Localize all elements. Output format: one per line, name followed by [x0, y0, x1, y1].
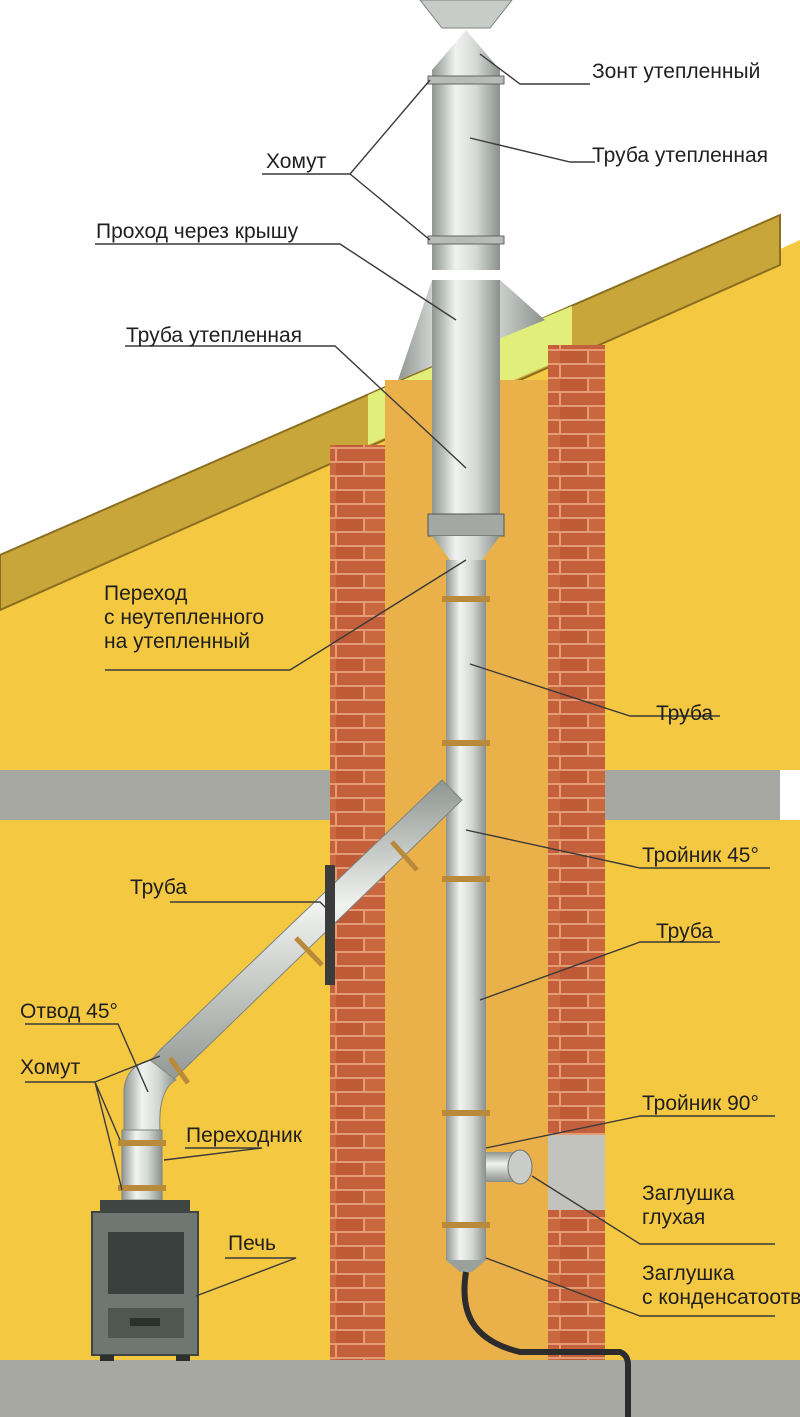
label-transition-line-1: Переход	[104, 582, 188, 605]
clamp-v2	[442, 740, 490, 746]
label-insulated-pipe-mid: Труба утепленная	[126, 324, 302, 347]
label-cap: Зонт утепленный	[592, 60, 761, 83]
stove	[91, 1200, 199, 1361]
clamp-v1	[442, 596, 490, 602]
label-pipe-diag: Труба	[130, 876, 188, 899]
label-transition: Переход с неутепленного на утепленный	[104, 582, 264, 654]
label-pipe-1: Труба	[656, 702, 714, 725]
label-transition-line-3: на утепленный	[104, 630, 250, 653]
cleanout-opening	[548, 1135, 605, 1210]
label-roof-pass: Проход через крышу	[96, 220, 299, 243]
floor-slab-left	[0, 770, 330, 820]
label-elbow-45: Отвод 45°	[20, 1000, 118, 1023]
cap-umbrella	[419, 0, 513, 29]
clamp-mid	[427, 513, 505, 537]
label-condensate-plug: Заглушка с конденсатоотводом	[642, 1262, 800, 1310]
label-clamp-bottom: Хомут	[20, 1056, 81, 1079]
label-adapter: Переходник	[186, 1124, 302, 1147]
label-transition-line-2: с неутепленного	[104, 606, 264, 629]
clamp-elbow	[118, 1140, 166, 1146]
roof-insulation-right	[500, 306, 572, 386]
blind-plug	[507, 1149, 533, 1185]
label-blind-plug-line-1: Заглушка	[642, 1182, 735, 1205]
label-tee-45: Тройник 45°	[642, 844, 759, 867]
label-tee-90: Тройник 90°	[642, 1092, 759, 1115]
clamp-top-1	[427, 75, 505, 85]
transition-cone	[432, 536, 500, 560]
clamp-top-2	[427, 235, 505, 245]
clamp-v4	[442, 1110, 490, 1116]
bottom-floor	[0, 1360, 800, 1417]
label-condensate-plug-line-1: Заглушка	[642, 1262, 735, 1285]
pipe-vertical	[446, 560, 486, 1260]
bottom-cap-cone	[446, 1260, 486, 1272]
clamp-adapter	[118, 1185, 166, 1191]
wall-sleeve	[325, 865, 335, 985]
elbow-45	[123, 1059, 177, 1131]
label-stove: Печь	[228, 1232, 276, 1255]
label-condensate-plug-line-2: с конденсатоотводом	[642, 1286, 800, 1309]
label-pipe-2: Труба	[656, 920, 714, 943]
label-insulated-pipe-top: Труба утепленная	[592, 144, 768, 167]
clamp-v3	[442, 876, 490, 882]
label-clamp-top: Хомут	[266, 150, 327, 173]
leader-lines	[25, 53, 775, 1317]
cap	[432, 30, 500, 70]
floor-slab-right	[605, 770, 780, 820]
label-blind-plug-line-2: глухая	[642, 1206, 706, 1229]
condensate-hose	[461, 1271, 631, 1417]
insulated-pipe-lower	[432, 280, 500, 515]
label-blind-plug: Заглушка глухая	[642, 1182, 735, 1230]
clamp-v5	[442, 1222, 490, 1228]
